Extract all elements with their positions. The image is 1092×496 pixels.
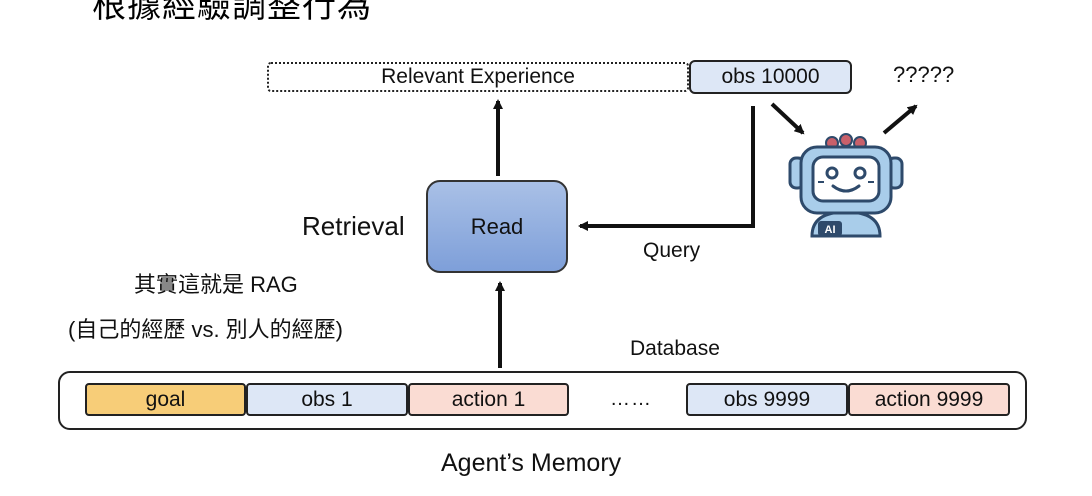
relevant-experience-label: Relevant Experience [381, 65, 575, 88]
read-box: Read [426, 180, 568, 273]
memory-cell-label: action 9999 [874, 387, 984, 411]
memory-cell-label: goal [145, 387, 186, 411]
read-label: Read [470, 213, 524, 239]
memory-cell-label: obs 9999 [723, 387, 811, 411]
agent-output-label: ????? [893, 62, 955, 87]
current-observation-box: obs 10000 [689, 60, 852, 94]
query-label: Query [643, 239, 701, 262]
retrieval-label: Retrieval [302, 211, 405, 241]
robot-badge-label: AI [825, 224, 836, 236]
memory-cell-action1: action 1 [408, 383, 569, 416]
agent-memory-label: Agent’s Memory [441, 449, 622, 477]
database-label: Database [630, 337, 720, 360]
memory-cell-action9999: action 9999 [848, 383, 1010, 416]
memory-ellipsis: …… [610, 388, 652, 410]
arrow-query-to-read [578, 106, 755, 231]
arrow-robot-to-output [882, 104, 918, 135]
rag-note-line1: 其實這就是 RAG [134, 272, 298, 297]
current-observation-label: obs 10000 [721, 65, 820, 88]
page-title: 根據經驗調整行為 [92, 0, 372, 25]
memory-cell-obs9999: obs 9999 [686, 383, 848, 416]
memory-cell-obs1: obs 1 [246, 383, 408, 416]
relevant-experience-box: Relevant Experience [267, 62, 689, 92]
memory-cell-label: action 1 [451, 387, 526, 411]
rag-note-line2: (自己的經歷 vs. 別人的經歷) [68, 317, 343, 342]
memory-cell-label: obs 1 [301, 387, 353, 411]
arrow-obs-to-robot [770, 102, 805, 135]
memory-cell-goal: goal [85, 383, 246, 416]
